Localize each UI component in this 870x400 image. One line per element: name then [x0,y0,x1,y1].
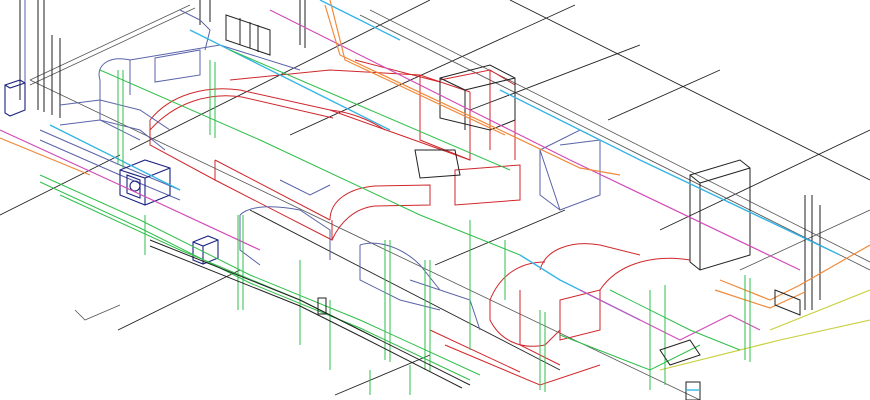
riser-pipes [19,0,821,310]
drain-pipe [149,239,801,389]
plenum-boxes [225,14,751,271]
fan-coil-unit-icon[interactable] [192,235,219,265]
equipment [4,79,701,400]
return-duct [39,9,601,331]
air-handler-icon[interactable] [119,159,171,206]
chilled-water-pipes [39,49,751,395]
slab-outline [29,4,870,400]
supply-duct-trunk [149,59,691,386]
junction-box-icon[interactable] [4,79,26,117]
pump-icon[interactable] [685,381,701,400]
